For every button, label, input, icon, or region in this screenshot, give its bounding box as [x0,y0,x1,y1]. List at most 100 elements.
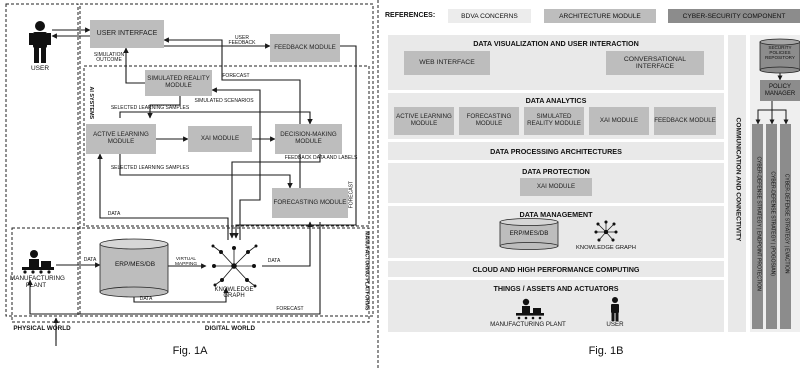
references-label: REFERENCES: [385,12,436,19]
ref-architecture-legend: ARCHITECTURE MODULE [544,9,656,23]
policy-manager-box: POLICY MANAGER [760,80,800,101]
xai-module-1a: XAI MODULE [188,126,252,152]
communication-connectivity-band [728,35,746,332]
xai-module-label: XAI MODULE [200,134,240,142]
active-learning-module-1a: ACTIVE LEARNING MODULE [86,124,156,154]
edge-label-simulation-outcome: SIMULATION OUTCOME [93,52,125,64]
erp-db-cylinder [99,238,169,298]
fig1a-caption: Fig. 1A [172,345,208,357]
decision-making-module-1a: DECISION-MAKING MODULE [275,124,342,154]
user-label-1b: USER [606,321,624,328]
conversational-interface-box: CONVERSATIONAL INTERFACE [606,51,704,75]
web-interface-box: WEB INTERFACE [404,51,490,75]
active-learning-label-1b: ACTIVE LEARNING MODULE [396,113,452,127]
row-protection: DATA PROTECTION XAI MODULE [388,163,724,203]
user-icon [29,21,51,63]
manufacturing-plant-label-1b: MANUFACTURING PLANT [490,321,566,328]
ref-bdva-legend: BDVA CONCERNS [448,9,531,23]
digital-world-frame [79,3,374,317]
ref-cyber-legend: CYBER-SECURITY COMPONENT [668,9,800,23]
edge-label-feedback-data: FEEDBACK DATA AND LABELS [284,155,358,161]
edge-label-forecast-top: FORECAST [222,73,250,79]
edge-label-user-feedback: USER FEEDBACK [228,35,256,47]
row-analytics-title: DATA ANALYTICS [525,96,587,105]
erp-db-label-1a: ERP/MES/DB [114,261,156,268]
edge-label-virtual-mapping: VIRTUAL MAPPING [174,257,198,268]
conversational-interface-label: CONVERSATIONAL INTERFACE [623,55,687,70]
simulated-reality-label: SIMULATED REALITY MODULE [147,75,210,89]
strategy-bar-pogosian [766,124,777,329]
row-things-title: THINGS / ASSETS AND ACTUATORS [493,284,619,293]
ref-cyber-text: CYBER-SECURITY COMPONENT [682,12,786,20]
xai-protection-label: XAI MODULE [536,182,576,190]
row-protection-title: DATA PROTECTION [522,167,590,176]
user-interface-label: USER INTERFACE [96,30,158,38]
erp-db-label-1b: ERP/MES/DB [509,230,549,237]
digital-world-label: DIGITAL WORLD [204,325,256,332]
strategy-pogosian-label: CYBER-DEFENSE STRATEGY | (POGOSIAN) [769,171,776,276]
simulated-reality-module-1a: SIMULATED REALITY MODULE [145,70,212,96]
knowledge-graph-label-1b: KNOWLEDGE GRAPH [576,245,636,251]
row-cloud: CLOUD AND HIGH PERFORMANCE COMPUTING [388,261,724,277]
manufacturing-platforms-frame [11,227,370,323]
edge-label-data-kg: DATA [267,258,281,264]
forecasting-label-1b: FORECASTING MODULE [466,113,512,127]
user-interface-module: USER INTERFACE [90,20,164,48]
physical-world-frame [5,3,79,317]
edge-label-simulated-scenarios: SIMULATED SCENARIOS [194,98,254,104]
edge-label-forecast-bottom: FORECAST [276,306,304,312]
forecasting-module-label: FORECASTING MODULE [273,198,347,206]
feedback-label-1b: FEEDBACK MODULE [654,116,716,124]
strategy-endpoint-label: CYBER-DEFENSE STRATEGY | ENDPOINT PROTEC… [755,156,762,291]
user-icon-1b [611,297,619,321]
manufacturing-plant-label-1a: MANUFACTURING PLANT [10,275,65,289]
xai-box-1b: XAI MODULE [589,107,649,135]
simulated-reality-box-1b: SIMULATED REALITY MODULE [524,107,584,135]
active-learning-box-1b: ACTIVE LEARNING MODULE [394,107,454,135]
row-cloud-title: CLOUD AND HIGH PERFORMANCE COMPUTING [472,265,640,274]
strategy-evaction-label: CYBER-DEFENSE STRATEGY | EVACTION [783,173,790,274]
manufacturing-plant-icon-1b [516,298,544,320]
xai-protection-box: XAI MODULE [520,178,592,196]
row-visualization-title: DATA VISUALIZATION AND USER INTERACTION [473,39,639,48]
policy-manager-label: POLICY MANAGER [764,83,796,97]
physical-world-label: PHYSICAL WORLD [13,325,71,332]
xai-label-1b: XAI MODULE [599,116,639,124]
security-policies-cylinder [759,38,800,74]
security-policies-label: SECURITY POLICIES REPOSITORY [765,45,795,60]
knowledge-graph-icon [211,244,258,288]
edge-label-selected-samples-bottom: SELECTED LEARNING SAMPLES [110,165,190,171]
forecasting-module-1a: FORECASTING MODULE [272,188,348,218]
row-processing-title: DATA PROCESSING ARCHITECTURES [490,147,622,156]
ref-bdva-text: BDVA CONCERNS [461,12,518,20]
decision-making-label: DECISION-MAKING MODULE [280,131,337,145]
ai-systems-frame [83,65,370,227]
feedback-box-1b: FEEDBACK MODULE [654,107,716,135]
strategy-bar-endpoint [752,124,763,329]
edge-label-data-bottom: DATA [139,296,153,302]
manufacturing-plant-icon [22,250,54,274]
feedback-module-label: FEEDBACK MODULE [274,43,336,51]
edge-label-selected-samples-top: SELECTED LEARNING SAMPLES [110,105,190,111]
row-analytics: DATA ANALYTICS ACTIVE LEARNING MODULE FO… [388,93,724,139]
forecasting-box-1b: FORECASTING MODULE [459,107,519,135]
active-learning-label: ACTIVE LEARNING MODULE [93,131,149,145]
knowledge-graph-icon-1b [594,220,618,242]
row-visualization: DATA VISUALIZATION AND USER INTERACTION … [388,35,724,90]
user-label-1a: USER [30,65,50,72]
simulated-reality-label-1b: SIMULATED REALITY MODULE [527,113,581,127]
strategy-bar-evaction [780,124,791,329]
feedback-module-1a: FEEDBACK MODULE [270,34,340,62]
fig1b-caption: Fig. 1B [588,345,624,357]
ref-architecture-text: ARCHITECTURE MODULE [559,12,641,20]
edge-label-data-plant: DATA [83,257,97,263]
web-interface-label: WEB INTERFACE [419,59,475,67]
row-processing: DATA PROCESSING ARCHITECTURES [388,142,724,160]
edge-label-data-left: DATA [107,211,121,217]
row-management-title: DATA MANAGEMENT [519,210,593,219]
knowledge-graph-label-1a: KNOWLEDGE GRAPH [214,287,254,300]
